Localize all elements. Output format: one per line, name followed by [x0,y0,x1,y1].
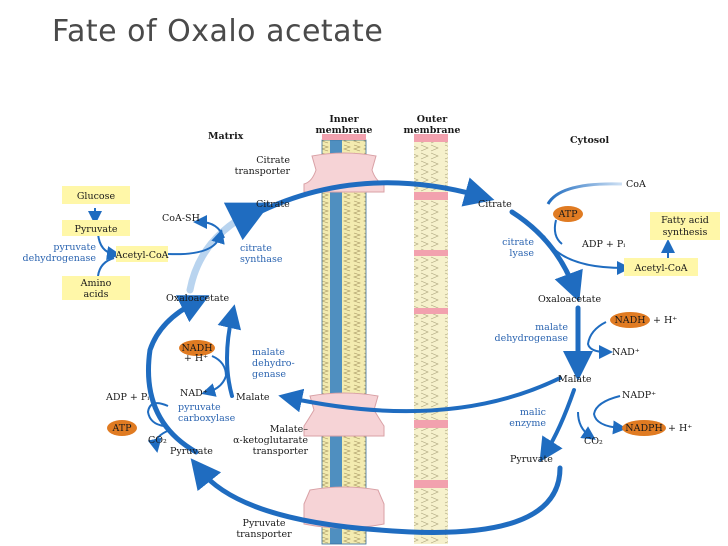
citrate-transporter-label-2: transporter [235,166,291,177]
outer-membrane-header-2: membrane [404,125,461,136]
coa-cytosol-label: CoA [626,179,646,190]
pyruvate-transporter-label-1: Pyruvate [243,518,286,529]
pyruvate-return-arrow [190,458,563,535]
oxaloacetate-matrix-label: Oxaloacetate [166,293,229,304]
malate-matrix-label: Malate [236,392,270,403]
inner-membrane-header-2: membrane [316,125,373,136]
h-plus-matrix-label: + H⁺ [184,353,208,364]
pyruvate-to-oaa-arrow [146,295,210,455]
nadh-matrix-badge [179,340,215,356]
pyruvate-to-acetylcoa-arrow [97,233,121,260]
pdh-label-2: dehydrogenase [22,253,96,264]
citrate-synthase-label-2: synthase [240,254,283,265]
pc-label-1: pyruvate [178,402,221,413]
citrate-lyase-label-2: lyase [509,248,534,259]
acetyl-coa-box-cytosol [624,258,698,276]
small-arrows [88,182,675,453]
outer-membrane-header-1: Outer [417,114,449,125]
malate-transporter-label-1: Malate– [270,424,309,435]
fatty-acid-box [650,212,720,240]
amino-acids-label-2: acids [84,289,109,300]
malate-cytosol-label: Malate [558,374,592,385]
matrix-mdh-label-1: malate [252,347,285,358]
oaa-to-citrate-arrow [186,202,271,294]
malate-transporter-pore [303,392,385,437]
fatty-acid-label-1: Fatty acid [661,215,709,226]
pc-label-2: carboxylase [178,413,236,424]
malic-enzyme-label-2: enzyme [509,418,546,429]
glucose-label: Glucose [77,191,116,202]
nadph-cytosol-badge [622,420,666,436]
citrate-matrix-label: Citrate [256,199,290,210]
nadh-cytosol-badge [610,312,650,328]
co2-matrix-label: CO₂ [148,435,167,446]
oxaloacetate-cytosol-label: Oxaloacetate [538,294,601,305]
atp-cytosol-label: ATP [557,209,578,220]
nadh-matrix-arrow [201,355,228,397]
coa-in-arrow [546,182,623,205]
nadp-cytosol-label: NADP⁺ [622,390,656,401]
acetylcoa-to-cs-arrow [167,229,225,256]
glucose-box [62,186,130,204]
matrix-header: Matrix [208,131,244,142]
adp-out-arrow [146,402,169,427]
pathway-arrows [146,177,593,535]
adp-pi-cytosol-label: ADP + Pᵢ [581,239,625,250]
h-plus-cytosol-label-1: + H⁺ [653,315,677,326]
citrate-cytosol-label: Citrate [478,199,512,210]
malate-import-arrow [278,376,562,414]
coa-sh-label: CoA-SH [162,213,200,224]
nad-cytosol-label: NAD⁺ [612,347,640,358]
acetyl-coa-matrix-label: Acetyl-CoA [114,250,168,261]
amino-acids-label-1: Amino [80,278,112,289]
outer-membrane [414,134,448,544]
citrate-transporter-label-1: Citrate [256,155,290,166]
cytosol-mdh-label-2: dehydrogenase [494,333,568,344]
acetyl-coa-cytosol-label: Acetyl-CoA [633,263,687,274]
pyruvate-cytosol-label: Pyruvate [510,454,553,465]
cytosol-header: Cytosol [570,135,609,146]
atp-co2-arrow [147,429,171,453]
atp-in-arrow [553,219,563,245]
malate-to-oaa-arrow [217,304,242,398]
slide-title: Fate of Oxalo acetate [52,14,384,49]
inner-membrane-header-1: Inner [329,114,359,125]
nad-matrix-label: NAD⁺ [180,388,208,399]
nadp-in-arrow [592,395,627,435]
coash-release-arrow [193,215,225,239]
citrate-synthase-label-1: citrate [240,243,272,254]
malate-to-pyruvate-arrow [539,388,576,463]
nadh-cytosol-label: NADH [614,315,645,326]
matrix-mdh-label-3: genase [252,369,286,380]
atp-matrix-label: ATP [111,423,132,434]
nadh-in-arrow [586,321,613,359]
citrate-lyase-label-1: citrate [502,237,534,248]
atp-matrix-badge [107,420,137,436]
acetylcoa-out-arrow [543,235,631,275]
matrix-mdh-label-2: dehydro- [252,358,295,369]
inner-membrane [321,134,367,545]
acetyl-coa-box-matrix [116,246,168,262]
co2-cytosol-label: CO₂ [584,436,603,447]
h-plus-cytosol-label-2: + H⁺ [668,423,692,434]
pyruvate-box-label: Pyruvate [75,224,118,235]
amino-to-acetylcoa-arrow [97,257,115,277]
nadh-matrix-label: NADH [181,343,212,354]
atp-cytosol-badge [553,206,583,222]
pyruvate-transporter-pore [303,486,385,529]
malate-transporter-label-3: transporter [253,446,309,457]
malic-enzyme-label-1: malic [520,407,546,418]
amino-acids-box [62,276,130,300]
cytosol-mdh-label-1: malate [535,322,568,333]
pyruvate-transporter-label-2: transporter [236,529,292,540]
adp-pi-matrix-label: ADP + Pᵢ [105,392,149,403]
pdh-label-1: pyruvate [53,242,96,253]
co2-out-arrow [577,411,596,440]
nadph-cytosol-label: NADPH [625,423,662,434]
pyruvate-matrix-label: Pyruvate [170,446,213,457]
fatty-acid-label-2: synthesis [663,227,708,238]
pyruvate-box [62,220,130,236]
malate-transporter-label-2: α-ketoglutarate [233,435,308,446]
